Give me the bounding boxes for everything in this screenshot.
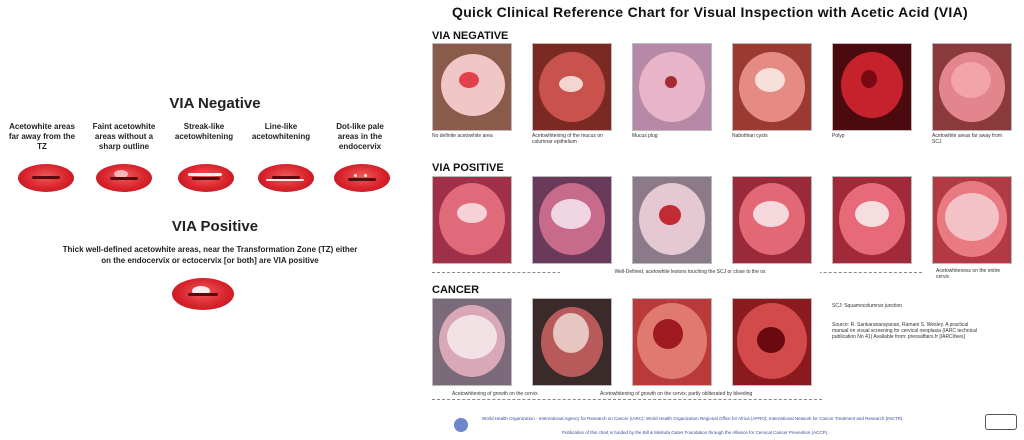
partner-logo: [985, 414, 1017, 430]
photo-caption: Acetowhite areas far away from SCJ: [932, 133, 1003, 145]
via-negative-photo: [932, 43, 1012, 131]
cervix-illustration: [96, 164, 152, 192]
chart-title: Quick Clinical Reference Chart for Visua…: [452, 4, 968, 20]
via-positive-heading: VIA Positive: [171, 218, 259, 235]
cancer-photo: [632, 298, 712, 386]
via-positive-description: Thick well-defined acetowhite areas, nea…: [62, 245, 358, 265]
positive-caption-main: Well-Defined, acetowhite lesions touchin…: [560, 269, 820, 275]
cervix-illustration: [334, 164, 390, 192]
photo-caption: No definite acetowhite area: [432, 133, 493, 139]
via-positive-photo: [832, 176, 912, 264]
cervix-positive-illustration: [172, 278, 234, 310]
negative-item-label: Streak-like acetowhitening: [174, 122, 234, 141]
via-negative-photo: [732, 43, 812, 131]
negative-item-label: Line-like acetowhitening: [251, 122, 311, 141]
via-positive-photo: [432, 176, 512, 264]
caption-divider: [432, 399, 822, 400]
negative-item-label: Faint acetowhite areas without a sharp o…: [92, 122, 156, 151]
photo-caption: Mucus plug: [632, 133, 658, 139]
negative-item-label: Acetowhite areas far away from the TZ: [8, 122, 76, 151]
photo-caption: Polyp: [832, 133, 845, 139]
section-cancer: CANCER: [432, 284, 480, 296]
footer-credits: World Health Organization - Internationa…: [482, 416, 903, 421]
scj-note: SCJ: Squamocolumnar junction: [832, 303, 903, 309]
cancer-caption: Acetowhitening of growth on the cervix: [452, 391, 538, 397]
photo-caption: Nabothian cysts: [732, 133, 768, 139]
negative-item-label: Dot-like pale areas in the endocervix: [336, 122, 384, 151]
via-negative-heading: VIA Negative: [169, 95, 261, 112]
section-via-positive: VIA POSITIVE: [432, 162, 504, 174]
via-positive-photo: [932, 176, 1012, 264]
cervix-illustration: [18, 164, 74, 192]
cancer-photo: [532, 298, 612, 386]
cervix-illustration: [178, 164, 234, 192]
via-positive-photo: [532, 176, 612, 264]
via-negative-photo: [632, 43, 712, 131]
via-positive-photo: [732, 176, 812, 264]
cervix-illustration: [258, 164, 314, 192]
via-negative-photo: [832, 43, 912, 131]
cancer-photo: [432, 298, 512, 386]
via-positive-photo: [632, 176, 712, 264]
via-negative-photo: [532, 43, 612, 131]
source-note: Source: R. Sankaranarayanan, Ramani S. W…: [832, 322, 978, 340]
via-negative-photo: [432, 43, 512, 131]
who-logo: [454, 418, 468, 432]
cancer-photo: [732, 298, 812, 386]
section-via-negative: VIA NEGATIVE: [432, 30, 509, 42]
cancer-caption: Acetowhitening of growth on the cervix; …: [600, 391, 753, 397]
positive-caption-last: Acetowhiteness on the entire cervix: [936, 268, 1001, 280]
footer-funding: Publication of this chart is funded by t…: [562, 430, 829, 435]
photo-caption: Acetowhitening of the mucus on columnar …: [532, 133, 603, 145]
